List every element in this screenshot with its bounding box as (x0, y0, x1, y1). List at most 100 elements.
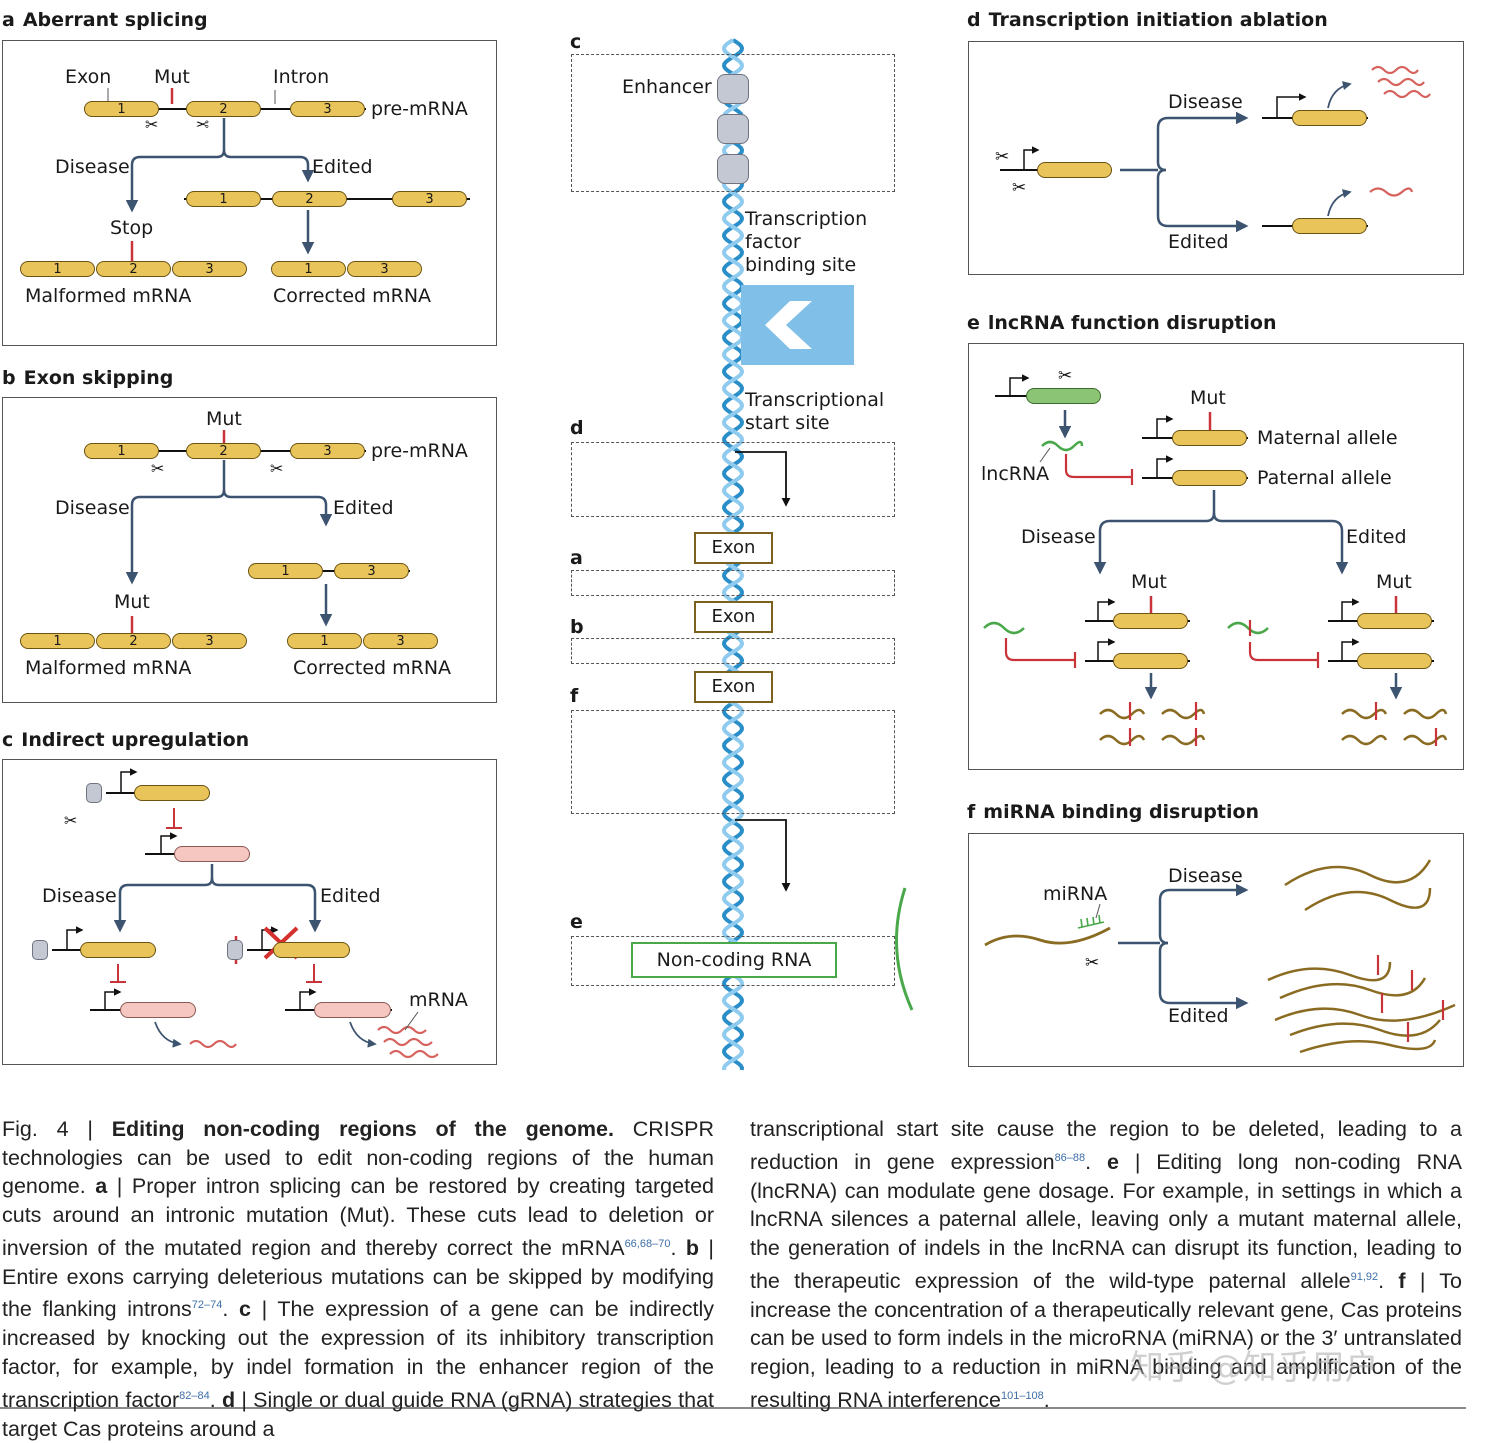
caption-right: transcriptional start site cause the reg… (750, 1115, 1462, 1415)
e-disease-label: Disease (1021, 526, 1096, 548)
b-mal-exon-1: 1 (20, 633, 95, 649)
a-cor-exon-1: 1 (271, 261, 346, 277)
noncoding-rna-box: Non-coding RNA (631, 942, 837, 978)
c-tf-gene-disease (80, 942, 156, 958)
ncrna-curve (894, 887, 914, 1011)
a-exon-2: 2 (186, 101, 261, 117)
svg-text:✂: ✂ (64, 811, 77, 830)
a-mal-exon-2: 2 (96, 261, 171, 277)
a-disease-label: Disease (55, 156, 130, 178)
a-edited-label: Edited (312, 156, 373, 178)
e-left-paternal (1113, 653, 1188, 669)
caption-left: Fig. 4 | Editing non-coding regions of t… (2, 1115, 714, 1443)
a-corrected-label: Corrected mRNA (273, 285, 432, 307)
caption-text: | To increase the concentration of a the… (750, 1268, 1462, 1412)
caption-text: | Entire exons carrying deleterious muta… (2, 1235, 715, 1322)
d-gene (1037, 162, 1112, 178)
c-enhancer-block (86, 783, 102, 803)
panel-e-graphics: ✂ (983, 366, 1448, 746)
panel-f-box (968, 833, 1464, 1067)
tfbs-label-1: Transcription (745, 208, 868, 230)
caption-text: . (1378, 1268, 1399, 1293)
caption-text: CRISPR technologies can be used to edit … (2, 1117, 714, 1199)
tss-arrow-1 (735, 451, 791, 507)
svg-text:✂: ✂ (1085, 953, 1099, 973)
e-right-maternal (1357, 613, 1432, 629)
caption-text: . (1085, 1149, 1107, 1174)
e-paternal-gene (1172, 470, 1247, 486)
center-region-a (571, 570, 895, 596)
tss-arrow-2 (735, 819, 791, 892)
svg-text:✂: ✂ (995, 147, 1009, 167)
center-region-e (571, 936, 895, 986)
caption-bold: d (221, 1387, 236, 1412)
caption-text: | Single or dual guide RNA (gRNA) strate… (2, 1387, 714, 1441)
caption-text: . (209, 1387, 222, 1412)
caption-text: | Proper intron splicing can be restored… (2, 1174, 714, 1260)
a-mut-label: Mut (154, 66, 190, 88)
c-disease-label: Disease (42, 885, 117, 907)
b-malformed-label: Malformed mRNA (25, 657, 192, 679)
caption-bold: Editing non-coding regions of the genome… (111, 1117, 614, 1141)
center-region-b (571, 638, 895, 664)
b-edited-label: Edited (333, 497, 394, 519)
svg-text:✂: ✂ (1058, 366, 1072, 386)
e-lncrna-gene (1026, 388, 1101, 404)
b-edited-exon-3: 3 (334, 563, 409, 579)
center-letter-a: a (570, 547, 583, 569)
caption-text: Fig. 4 | (2, 1117, 112, 1141)
e-mut-right-label: Mut (1376, 571, 1412, 593)
center-letter-e: e (570, 911, 583, 933)
center-region-d (571, 442, 895, 517)
c-tf-gene (134, 785, 210, 801)
e-mut-left-label: Mut (1131, 571, 1167, 593)
center-letter-c: c (570, 31, 582, 53)
panel-c-box (2, 759, 497, 1065)
a-edited-exon-1: 1 (186, 191, 261, 207)
caption-citation: 91,92 (1350, 1270, 1379, 1283)
c-target-edited (314, 1002, 391, 1018)
e-right-paternal (1357, 653, 1432, 669)
a-cor-exon-3: 3 (347, 261, 422, 277)
center-exon-2: Exon (694, 601, 773, 633)
center-region-f (571, 710, 895, 814)
a-stop-label: Stop (110, 217, 154, 239)
center-exon-3: Exon (694, 671, 773, 703)
d-disease-label: Disease (1168, 91, 1243, 113)
b-premrna-label: pre-mRNA (371, 440, 468, 462)
c-target-disease (120, 1002, 196, 1018)
panel-e-box (968, 343, 1464, 770)
b-cor-exon-1: 1 (287, 633, 362, 649)
tf-binding-block (741, 285, 854, 365)
a-exon-1: 1 (84, 101, 159, 117)
e-lncrna-label: lncRNA (981, 463, 1050, 485)
enhancer-block-3 (717, 154, 749, 184)
enhancer-block-2 (717, 114, 749, 144)
a-mal-exon-3: 3 (172, 261, 247, 277)
f-disease-label: Disease (1168, 865, 1243, 887)
panel-f-graphics: ✂ (984, 859, 1456, 1054)
enhancer-label: Enhancer (622, 76, 712, 98)
b-mut-label: Mut (206, 408, 242, 430)
b-corrected-label: Corrected mRNA (293, 657, 452, 679)
c-mrna-label: mRNA (409, 989, 468, 1011)
e-edited-label: Edited (1346, 526, 1407, 548)
tss-label-1: Transcriptional (745, 389, 885, 411)
caption-bold: a (95, 1174, 108, 1199)
a-premrna-label: pre-mRNA (371, 98, 468, 120)
b-mal-exon-2: 2 (96, 633, 171, 649)
watermark: 知乎 @知乎用户 (1130, 1348, 1379, 1388)
b-mal-exon-3: 3 (172, 633, 247, 649)
e-left-maternal (1113, 613, 1188, 629)
b-exon-1: 1 (84, 443, 159, 459)
caption-citation: 101–108 (1000, 1389, 1044, 1402)
svg-text:✂: ✂ (145, 115, 158, 134)
enhancer-block-1 (717, 74, 749, 104)
d-gene-disease (1292, 110, 1367, 126)
